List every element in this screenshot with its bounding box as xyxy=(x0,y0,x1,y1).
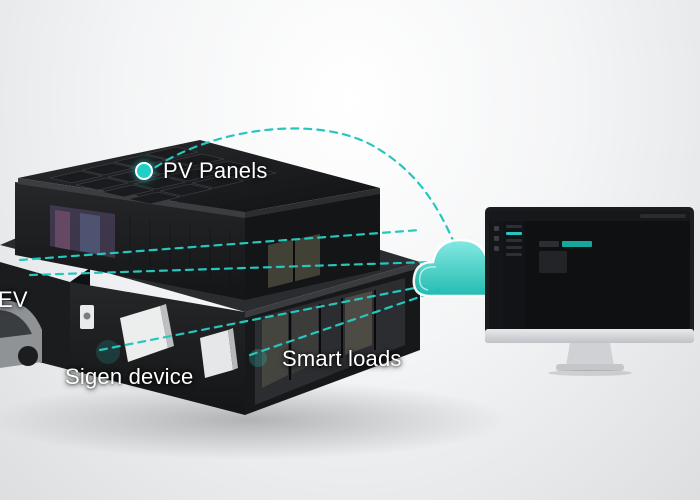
connection-lines xyxy=(18,127,547,357)
nav-item[interactable] xyxy=(506,246,522,249)
device-icon[interactable] xyxy=(493,236,499,241)
line-sigen-to-cloud xyxy=(98,283,432,352)
dot-marker-icon xyxy=(135,162,153,180)
pv-panels xyxy=(49,146,277,205)
tab-second-active[interactable] xyxy=(562,241,592,247)
house-illustration xyxy=(0,140,420,415)
sigen-device-label: Sigen device xyxy=(65,364,194,389)
line-pv-to-cloud xyxy=(143,127,457,247)
monitor-screen xyxy=(489,211,690,329)
app-topbar xyxy=(489,211,690,221)
device-card[interactable] xyxy=(539,251,567,273)
smart-loads-glass xyxy=(255,278,405,405)
smart-loads-label: Smart loads xyxy=(282,346,402,371)
pv-panels-label: PV Panels xyxy=(135,158,268,184)
pv-panels-text: PV Panels xyxy=(163,158,268,183)
tab-first[interactable] xyxy=(539,241,559,247)
line-upper-to-cloud xyxy=(18,228,422,262)
sigen-device-units xyxy=(120,304,238,378)
ev-car xyxy=(0,300,42,368)
ground-shadow xyxy=(0,380,510,460)
line-loads-to-cloud xyxy=(248,288,442,357)
ev-label: EV xyxy=(0,287,28,312)
nav-item-active[interactable] xyxy=(506,232,522,235)
app-sidebar xyxy=(489,221,503,329)
nav-item[interactable] xyxy=(506,225,522,228)
ev-charger xyxy=(80,305,94,329)
home-icon[interactable] xyxy=(493,226,499,231)
nav-item[interactable] xyxy=(506,239,522,242)
line-mid-to-cloud xyxy=(28,260,432,277)
settings-icon[interactable] xyxy=(493,246,499,251)
app-nav xyxy=(503,221,525,329)
search-input[interactable] xyxy=(640,214,686,218)
nav-item[interactable] xyxy=(506,253,522,256)
